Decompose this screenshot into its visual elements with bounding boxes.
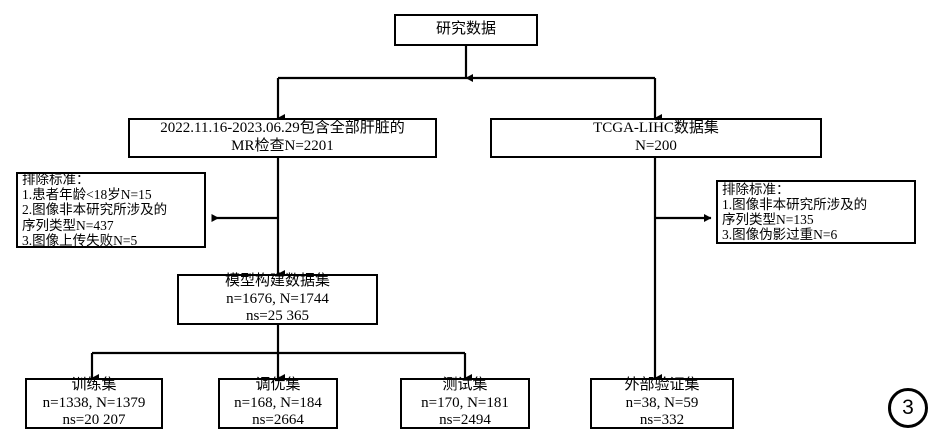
model-dataset-line-2: ns=25 365 (245, 308, 310, 325)
exclusion-left-line-0: 排除标准： (22, 172, 90, 188)
figure-number-badge: 3 (888, 388, 928, 428)
training-set-line-1: n=1338, N=1379 (42, 394, 146, 411)
external-validation-line-1: n=38, N=59 (625, 394, 699, 411)
exclusion-left-line-3: 序列类型N=437 (22, 217, 114, 233)
exclusion-right-line-3: 3.图像伪影过重N=6 (722, 227, 838, 243)
exclusion-right-line-2: 序列类型N=135 (722, 212, 814, 227)
node-exclusion-criteria-right[interactable]: 排除标准： 1.图像非本研究所涉及的 序列类型N=135 3.图像伪影过重N=6 (716, 180, 916, 244)
external-validation-line-2: ns=332 (639, 412, 685, 429)
node-tcga-lihc-cohort-line-0: TCGA-LIHC数据集 (593, 120, 719, 137)
tuning-set-line-1: n=168, N=184 (234, 394, 322, 411)
node-tuning-set[interactable]: 调优集 n=168, N=184 ns=2664 (218, 376, 338, 429)
node-local-mr-cohort-line-1: MR检查N=2201 (231, 138, 334, 154)
node-model-construction-dataset[interactable]: 模型构建数据集 n=1676, N=1744 ns=25 365 (177, 272, 378, 325)
node-local-mr-cohort-line-0: 2022.11.16-2023.06.29包含全部肝脏的 (160, 120, 405, 137)
exclusion-right-line-0: 排除标准： (722, 181, 790, 197)
training-set-line-0: 训练集 (71, 376, 117, 393)
tuning-set-line-2: ns=2664 (252, 412, 304, 429)
figure-number-text: 3 (902, 396, 914, 419)
external-validation-line-0: 外部验证集 (624, 376, 700, 393)
test-set-line-1: n=170, N=181 (421, 394, 509, 411)
exclusion-left-line-4: 3.图像上传失败N=5 (22, 232, 138, 248)
model-dataset-line-1: n=1676, N=1744 (226, 290, 329, 307)
node-tcga-lihc-cohort[interactable]: TCGA-LIHC数据集 N=200 (490, 118, 822, 158)
node-external-validation-set[interactable]: 外部验证集 n=38, N=59 ns=332 (590, 376, 734, 429)
model-dataset-line-0: 模型构建数据集 (224, 272, 330, 289)
test-set-line-0: 测试集 (442, 376, 488, 393)
node-research-data[interactable]: 研究数据 (394, 14, 538, 46)
training-set-line-2: ns=20 207 (62, 412, 126, 429)
tuning-set-line-0: 调优集 (255, 376, 301, 393)
exclusion-left-line-1: 1.患者年龄<18岁N=15 (22, 187, 152, 203)
exclusion-right-line-1: 1.图像非本研究所涉及的 (722, 196, 868, 212)
node-local-mr-cohort[interactable]: 2022.11.16-2023.06.29包含全部肝脏的 MR检查N=2201 (128, 118, 437, 158)
node-training-set[interactable]: 训练集 n=1338, N=1379 ns=20 207 (25, 376, 163, 429)
node-tcga-lihc-cohort-line-1: N=200 (635, 138, 677, 154)
node-exclusion-criteria-left[interactable]: 排除标准： 1.患者年龄<18岁N=15 2.图像非本研究所涉及的 序列类型N=… (16, 172, 206, 248)
exclusion-left-line-2: 2.图像非本研究所涉及的 (22, 202, 168, 218)
node-research-data-line-0: 研究数据 (435, 21, 496, 38)
test-set-line-2: ns=2494 (439, 412, 491, 429)
node-test-set[interactable]: 测试集 n=170, N=181 ns=2494 (400, 376, 530, 429)
